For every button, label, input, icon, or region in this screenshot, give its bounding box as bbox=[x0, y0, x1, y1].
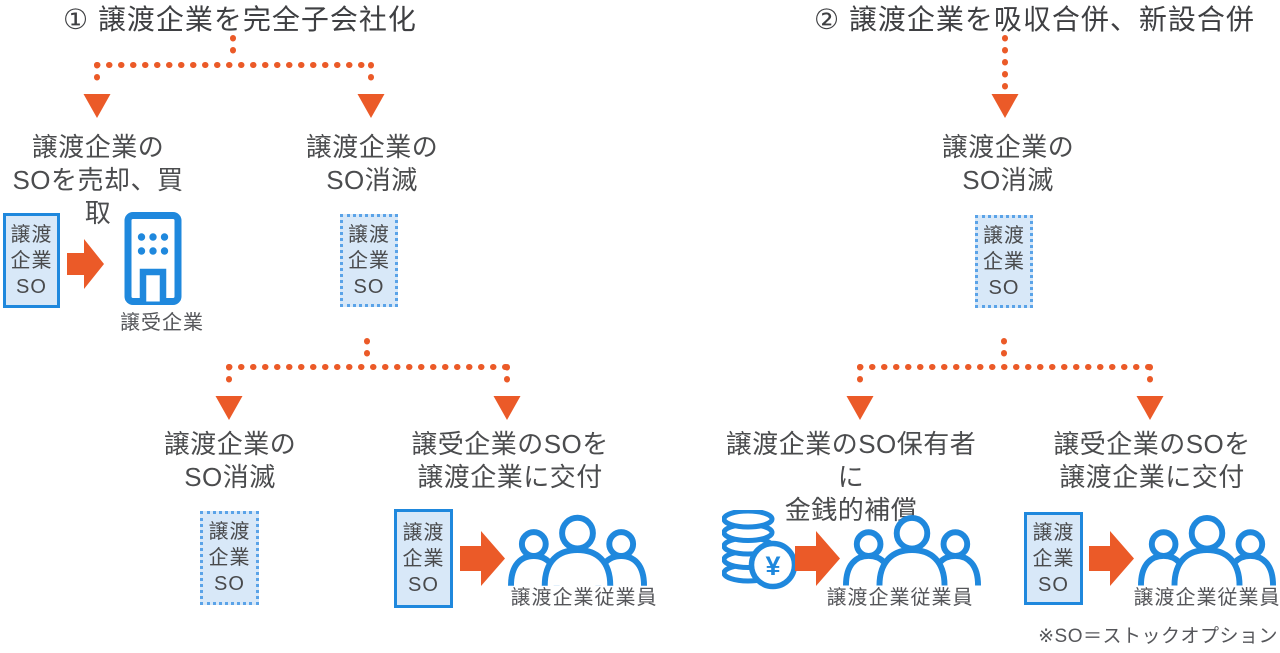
arrow-right-icon bbox=[1089, 531, 1134, 586]
so-box-s1-extinguish2: 譲渡 企業 SO bbox=[200, 511, 259, 605]
node-s2-extinguish-line1: 譲渡企業の bbox=[941, 132, 1075, 162]
employees-icon bbox=[1138, 515, 1276, 586]
so-box-line3: SO bbox=[214, 573, 245, 595]
so-box-line3: SO bbox=[353, 275, 385, 298]
arrow-right-icon bbox=[460, 531, 505, 586]
so-box-line2: 企業 bbox=[10, 249, 53, 272]
yen-symbol: ¥ bbox=[765, 551, 780, 581]
arrowhead-s2-grant bbox=[1136, 396, 1164, 420]
node-s2-grant-line2: 譲渡企業に交付 bbox=[1059, 462, 1245, 492]
so-box-line3: SO bbox=[16, 275, 47, 298]
so-box-line2: 企業 bbox=[348, 249, 390, 272]
arrowhead-s2-compensation bbox=[846, 396, 874, 420]
node-s1-sell-line1: 譲渡企業の bbox=[31, 132, 165, 162]
node-s2-grant: 譲受企業のSOを 譲渡企業に交付 bbox=[1052, 428, 1252, 494]
so-box-s2-extinguish: 譲渡 企業 SO bbox=[975, 215, 1033, 308]
so-box-line3: SO bbox=[988, 276, 1020, 299]
node-s1-extinguish2: 譲渡企業の SO消滅 bbox=[132, 428, 328, 494]
node-s1-grant-line2: 譲渡企業に交付 bbox=[417, 462, 603, 492]
so-box-s2-grant: 譲渡 企業 SO bbox=[1024, 512, 1083, 605]
so-box-s1-grant: 譲渡 企業 SO bbox=[394, 509, 453, 608]
node-s1-sell: 譲渡企業の SOを売却、買取 bbox=[0, 131, 196, 230]
so-box-line1: 譲渡 bbox=[348, 223, 390, 246]
node-s1-extinguish-line2: SO消滅 bbox=[326, 165, 418, 195]
section1-title: ① 譲渡企業を完全子会社化 bbox=[63, 4, 417, 35]
money-yen-icon: ¥ bbox=[722, 510, 798, 590]
employees-label-s2-left: 譲渡企業従業員 bbox=[826, 587, 974, 609]
arrowhead-s1-extinguish2 bbox=[215, 396, 243, 420]
node-s2-extinguish-line2: SO消滅 bbox=[962, 165, 1054, 195]
node-s2-compensation: 譲渡企業のSO保有者に 金銭的補償 bbox=[721, 428, 981, 527]
arrow-right-icon bbox=[67, 239, 104, 289]
node-s1-sell-line2: SOを売却、買取 bbox=[12, 165, 184, 228]
so-box-line2: 企業 bbox=[402, 547, 445, 570]
node-s2-compensation-line1: 譲渡企業のSO保有者に bbox=[725, 429, 977, 492]
arrowhead-s1-sell bbox=[83, 94, 111, 118]
footnote: ※SO＝ストックオプション bbox=[1038, 626, 1278, 647]
so-box-s1-extinguish: 譲渡 企業 SO bbox=[340, 214, 398, 307]
node-s1-extinguish: 譲渡企業の SO消滅 bbox=[274, 131, 470, 197]
acquirer-label: 譲受企業 bbox=[120, 312, 204, 334]
so-box-line3: SO bbox=[408, 573, 439, 596]
so-box-line1: 譲渡 bbox=[402, 521, 445, 544]
so-box-line2: 企業 bbox=[1032, 547, 1075, 570]
so-box-line1: 譲渡 bbox=[983, 224, 1025, 247]
employees-icon bbox=[508, 514, 647, 586]
section2-title: ② 譲渡企業を吸収合併、新設合併 bbox=[814, 4, 1255, 35]
employees-icon bbox=[843, 515, 981, 586]
node-s1-extinguish-line1: 譲渡企業の bbox=[305, 132, 439, 162]
so-box-line2: 企業 bbox=[983, 250, 1025, 273]
arrowhead-s1-extinguish bbox=[357, 94, 385, 118]
so-box-line2: 企業 bbox=[208, 547, 251, 569]
node-s1-extinguish2-line2: SO消滅 bbox=[184, 462, 276, 492]
arrow-right-icon bbox=[795, 531, 840, 586]
so-box-line3: SO bbox=[1038, 573, 1069, 596]
node-s2-compensation-line2: 金銭的補償 bbox=[784, 495, 918, 525]
so-box-line1: 譲渡 bbox=[208, 521, 251, 543]
node-s1-grant-line1: 譲受企業のSOを bbox=[411, 429, 609, 459]
node-s1-extinguish2-line1: 譲渡企業の bbox=[163, 429, 297, 459]
node-s2-grant-line1: 譲受企業のSOを bbox=[1053, 429, 1251, 459]
employees-label-s1: 譲渡企業従業員 bbox=[510, 587, 658, 609]
arrowhead-s2-extinguish bbox=[991, 94, 1019, 118]
so-box-s1-sell: 譲渡 企業 SO bbox=[3, 213, 60, 308]
building-icon bbox=[124, 212, 182, 305]
employees-label-s2-right: 譲渡企業従業員 bbox=[1133, 587, 1280, 609]
arrowhead-s1-grant bbox=[493, 396, 521, 420]
node-s1-grant: 譲受企業のSOを 譲渡企業に交付 bbox=[410, 428, 610, 494]
so-box-line1: 譲渡 bbox=[1032, 521, 1075, 544]
so-box-line1: 譲渡 bbox=[10, 223, 53, 246]
node-s2-extinguish: 譲渡企業の SO消滅 bbox=[910, 131, 1106, 197]
